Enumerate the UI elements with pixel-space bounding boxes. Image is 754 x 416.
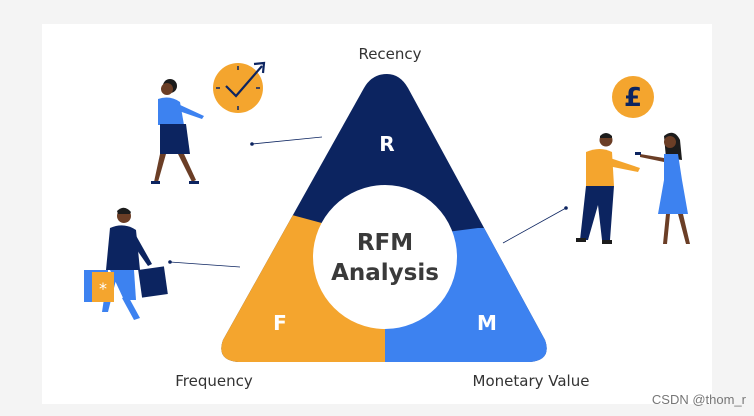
clock-icon (213, 61, 266, 113)
currency-symbol: £ (624, 83, 642, 113)
recency-connector (251, 136, 323, 145)
watermark: CSDN @thom_r (652, 392, 747, 407)
center-title-line1: RFM (357, 230, 413, 256)
svg-text:*: * (99, 279, 107, 298)
frequency-connector (169, 261, 241, 268)
monetary-label: Monetary Value (473, 372, 590, 390)
recency-letter: R (379, 132, 394, 156)
recency-label: Recency (358, 45, 421, 63)
customer-exchange-illustration (576, 132, 690, 244)
monetary-letter: M (477, 311, 497, 335)
frequency-letter: F (273, 311, 287, 335)
frequency-label: Frequency (175, 372, 253, 390)
center-circle (313, 185, 457, 329)
walking-woman-illustration (151, 79, 204, 184)
pound-coin-icon: £ (612, 76, 654, 118)
monetary-connector (502, 207, 567, 244)
shopping-man-illustration: * (84, 207, 168, 320)
center-title-line2: Analysis (331, 260, 439, 286)
